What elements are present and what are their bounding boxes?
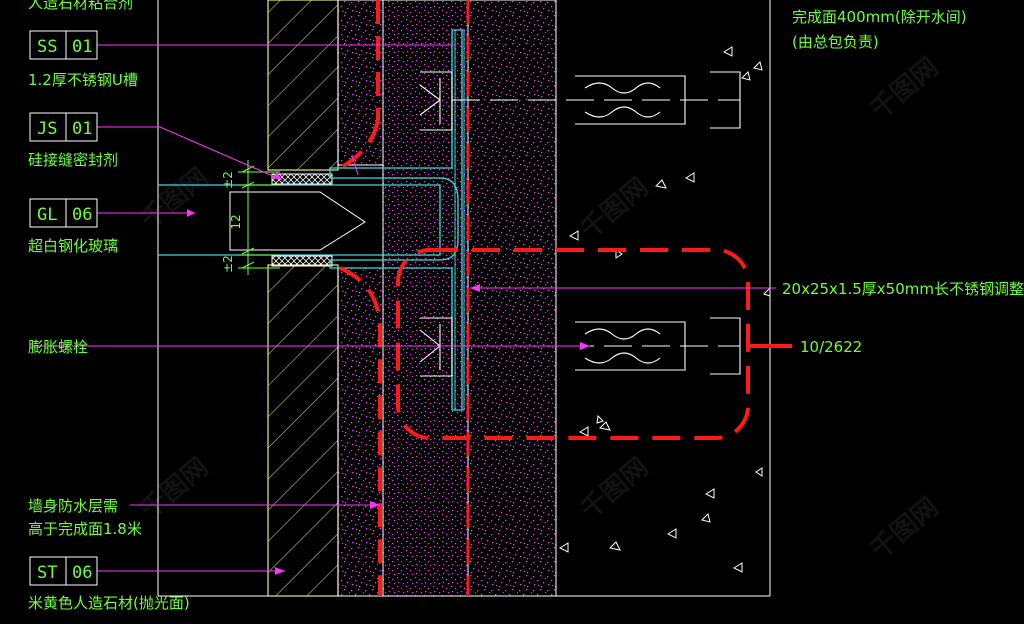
concrete-region — [558, 46, 771, 573]
glass-panel — [158, 184, 441, 256]
detail-ref-label[interactable]: 10/2622 — [800, 338, 862, 356]
gasket-top — [271, 173, 333, 185]
dimension-group — [238, 160, 280, 275]
watermark: 千图网 — [865, 52, 944, 125]
glass-edge-profile — [229, 191, 366, 251]
tag-gl06-num: 06 — [72, 205, 92, 225]
tag-js01-num: 01 — [72, 119, 92, 139]
tag-js01-code: JS — [37, 119, 57, 139]
plaster-layer — [382, 0, 469, 597]
watermark: 千图网 — [135, 162, 214, 235]
watermark: 千图网 — [865, 492, 944, 565]
adhesive-layer-lower — [337, 267, 384, 597]
tag-st06-code: ST — [37, 563, 57, 583]
tag-ss01-box — [29, 30, 98, 60]
leader-arrows — [187, 172, 590, 575]
anchor-bolt-upper — [419, 71, 741, 131]
tag-st06[interactable]: ST 06 — [29, 556, 98, 586]
gl06-desc: 超白钢化玻璃 — [28, 237, 118, 255]
gasket-bottom — [271, 255, 333, 267]
waterproof-label-line2: 高于完成面1.8米 — [28, 520, 142, 538]
bolt-label: 膨胀螺栓 — [28, 338, 88, 356]
js01-desc: 硅接缝密封剂 — [28, 151, 118, 169]
channel-plate — [454, 29, 465, 411]
stone-panel-upper — [267, 0, 339, 171]
stone-panel-lower — [267, 264, 339, 597]
dim-top-label: ±2 — [221, 171, 235, 189]
waterproof-lines — [339, 0, 470, 596]
tag-gl06[interactable]: GL 06 — [29, 198, 98, 228]
tag-st06-box — [29, 556, 98, 586]
dim-mid-label: 12 — [229, 214, 243, 229]
tag-ss01[interactable]: SS 01 — [29, 30, 98, 60]
tag-js01[interactable]: JS 01 — [29, 112, 98, 142]
tag-gl06-code: GL — [37, 205, 57, 225]
top-cut-label: 人造石材粘合剂 — [28, 0, 133, 12]
adjust-code-label: 20x25x1.5厚x50mm长不锈钢调整码 — [782, 280, 1024, 298]
st06-desc: 米黄色人造石材(抛光面) — [28, 594, 190, 612]
dim-bottom-label: ±2 — [221, 255, 235, 273]
tag-st06-num: 06 — [72, 563, 92, 583]
watermark: 千图网 — [575, 172, 654, 245]
leader-lines — [30, 44, 776, 572]
tag-ss01-num: 01 — [72, 37, 92, 57]
tag-js01-box — [29, 112, 98, 142]
tag-gl06-box — [29, 198, 98, 228]
right-note-line1: 完成面400mm(除开水间) — [792, 8, 967, 26]
watermark: 千图网 — [135, 452, 214, 525]
wall-core — [467, 0, 557, 597]
waterproof-label-line1: 墙身防水层需 — [28, 497, 118, 515]
ss01-desc: 1.2厚不锈钢U槽 — [28, 71, 138, 89]
right-note-line2: (由总包负责) — [792, 33, 879, 51]
tag-ss01-code: SS — [37, 37, 57, 57]
watermark: 千图网 — [575, 452, 654, 525]
